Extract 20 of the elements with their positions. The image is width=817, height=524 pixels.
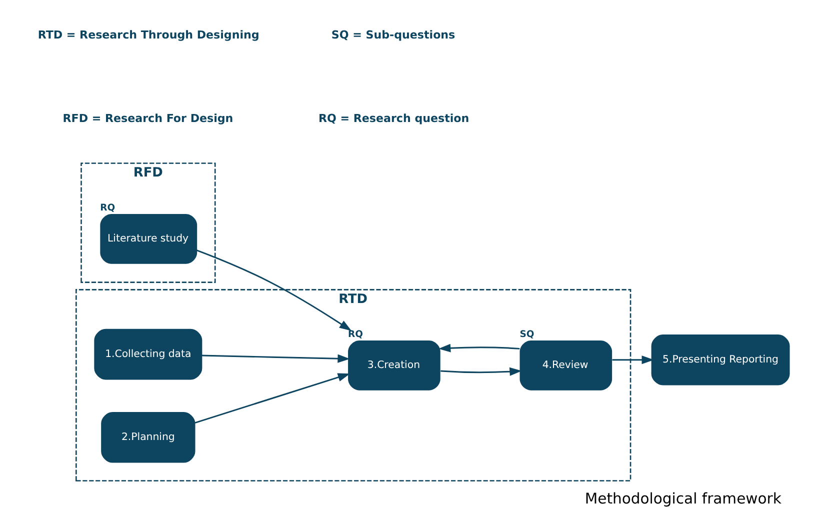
node-box: 2.Planning (101, 412, 196, 463)
label: RFD = Research For Design (62, 112, 234, 125)
label: SQ = Sub-questions (331, 28, 456, 42)
label: RQ = Research question (318, 112, 470, 125)
arrow (202, 354, 350, 363)
arrow (194, 373, 350, 424)
node-label: RQ (348, 328, 363, 340)
node-box: 4.Review (520, 340, 612, 390)
node-box: 1.Collecting data (94, 328, 202, 380)
arrow (438, 344, 520, 352)
caption: Methodological framework (584, 490, 782, 508)
node-box: 5.Presenting Reporting (651, 334, 790, 386)
arrow (440, 367, 522, 376)
node-label: RQ (100, 202, 116, 214)
arrow (612, 356, 654, 364)
node-box: Literature study (100, 214, 198, 264)
node-label: SQ (520, 328, 534, 340)
node-box: 3.Creation (348, 340, 440, 390)
arrow (196, 250, 352, 331)
label: RTD = Research Through Designing (38, 28, 260, 42)
